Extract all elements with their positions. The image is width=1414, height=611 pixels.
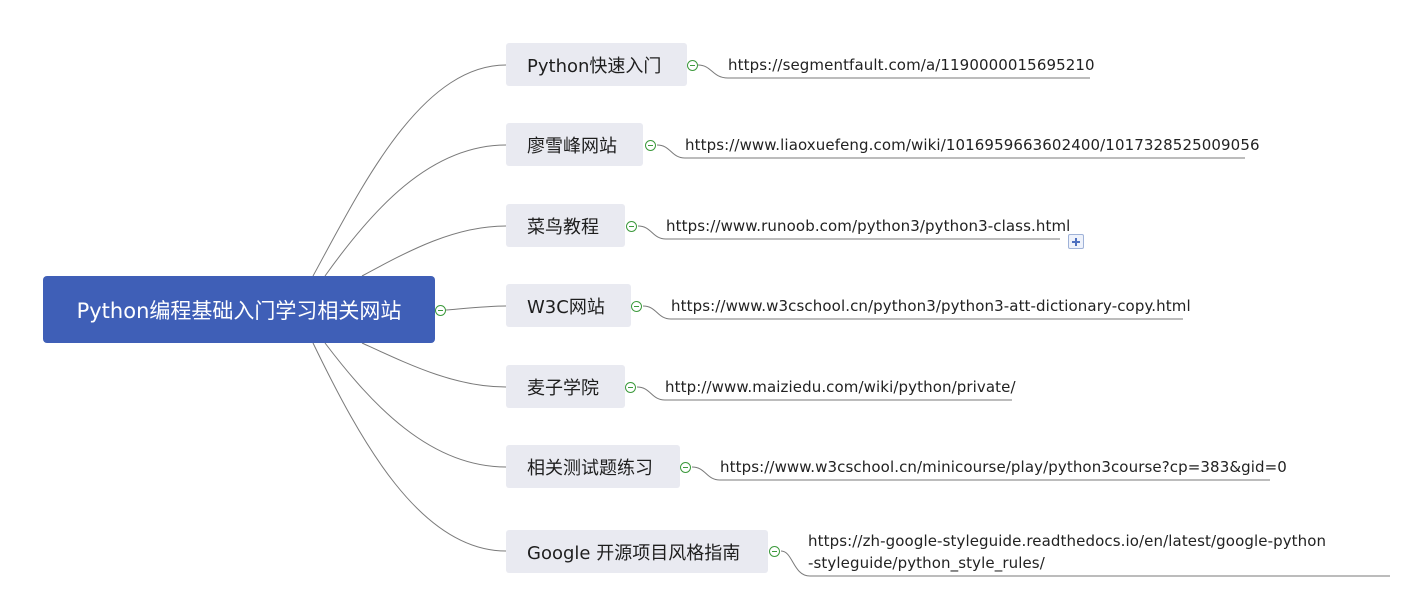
- branch-topic-runoob[interactable]: 菜鸟教程: [506, 204, 625, 247]
- connector-branch-6: [312, 342, 507, 552]
- url-link[interactable]: https://www.w3cschool.cn/python3/python3…: [671, 297, 1191, 315]
- branch-topic-liaoxuefeng[interactable]: 廖雪峰网站: [506, 123, 643, 166]
- url-link[interactable]: https://segmentfault.com/a/1190000015695…: [728, 56, 1095, 74]
- minus-circle-icon[interactable]: [645, 140, 656, 151]
- minus-circle-icon[interactable]: [680, 462, 691, 473]
- branch-topic-google-styleguide[interactable]: Google 开源项目风格指南: [506, 530, 768, 573]
- connector-branch-0: [312, 64, 507, 277]
- url-line-0: [697, 64, 1090, 79]
- url-line-4: [636, 386, 1012, 401]
- connector-branch-4: [361, 342, 507, 388]
- url-line-6: [780, 550, 1390, 577]
- connector-branch-1: [324, 144, 507, 277]
- url-link[interactable]: https://www.runoob.com/python3/python3-c…: [666, 217, 1071, 235]
- connector-branch-2: [361, 225, 507, 277]
- plus-square-icon[interactable]: [1068, 234, 1084, 249]
- url-line-2: [637, 225, 1060, 240]
- branch-topic-w3c[interactable]: W3C网站: [506, 284, 631, 327]
- url-link[interactable]: http://www.maiziedu.com/wiki/python/priv…: [665, 378, 1016, 396]
- minus-circle-icon[interactable]: [631, 301, 642, 312]
- branch-topic-python-quickstart[interactable]: Python快速入门: [506, 43, 687, 86]
- minus-circle-icon[interactable]: [769, 546, 780, 557]
- url-link[interactable]: https://www.liaoxuefeng.com/wiki/1016959…: [685, 136, 1260, 154]
- minus-circle-icon[interactable]: [626, 221, 637, 232]
- connector-branch-3: [445, 305, 507, 311]
- branch-topic-maiziedu[interactable]: 麦子学院: [506, 365, 625, 408]
- url-line-1: [656, 144, 1245, 159]
- url-link[interactable]: https://www.w3cschool.cn/minicourse/play…: [720, 458, 1287, 476]
- minus-circle-icon[interactable]: [625, 382, 636, 393]
- root-topic[interactable]: Python编程基础入门学习相关网站: [43, 276, 435, 343]
- url-link[interactable]: https://zh-google-styleguide.readthedocs…: [808, 532, 1327, 572]
- minus-circle-icon[interactable]: [435, 305, 446, 316]
- minus-circle-icon[interactable]: [687, 60, 698, 71]
- connector-branch-5: [324, 342, 507, 468]
- branch-topic-exercises[interactable]: 相关测试题练习: [506, 445, 680, 488]
- url-line-5: [691, 466, 1270, 481]
- url-line-3: [642, 305, 1183, 320]
